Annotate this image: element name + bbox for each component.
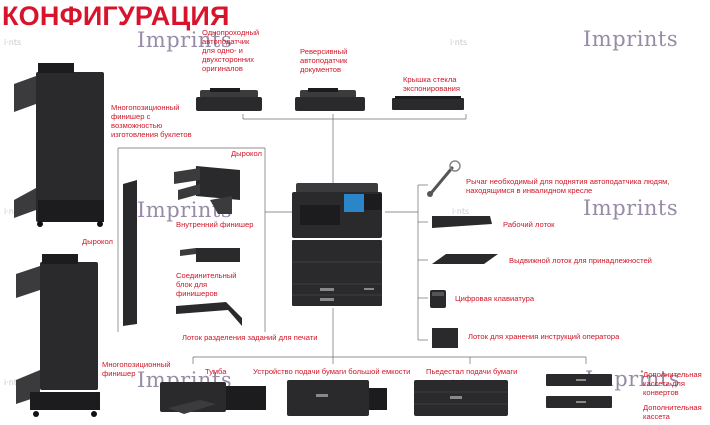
label-multi-finisher-booklet: Многопозиционный финишер с возможностью … xyxy=(111,103,192,139)
page-title: КОНФИГУРАЦИЯ xyxy=(2,1,230,31)
paper-pedestal xyxy=(414,380,508,416)
label-hole-punch-1: Дырокол xyxy=(231,149,262,158)
label-single-pass-adf: Однопроходный автоподатчик для одно- и д… xyxy=(202,28,260,73)
label-platen-cover: Крышка стекла экспонирования xyxy=(403,75,461,93)
watermark-faint: i·nts xyxy=(452,207,470,216)
label-job-separator: Лоток разделения заданий для печати xyxy=(182,333,318,342)
platen-cover xyxy=(392,96,464,110)
stand-cabinet xyxy=(160,382,266,414)
watermark: Imprints xyxy=(137,28,233,52)
watermark: Imprints xyxy=(583,27,679,51)
single-pass-adf xyxy=(196,88,262,111)
accessory-tray xyxy=(432,254,498,264)
label-multi-finisher: Многопозиционный финишер xyxy=(102,360,171,378)
label-lcf: Устройство подачи бумаги большой емкости xyxy=(253,367,411,376)
watermark-faint: i·nts xyxy=(450,38,468,47)
numeric-keypad xyxy=(430,290,446,308)
inner-finisher xyxy=(180,248,240,262)
label-manual-holder: Лоток для хранения инструкций оператора xyxy=(468,332,620,341)
bridge-unit xyxy=(176,302,242,326)
label-accessory-tray: Выдвижной лоток для принадлежностей xyxy=(509,256,652,265)
label-extra-cassette: Дополнительная кассета xyxy=(643,403,702,421)
label-keypad: Цифровая клавиатура xyxy=(455,294,535,303)
connector-lines xyxy=(117,114,587,364)
watermark-faint: i·nts xyxy=(4,207,22,216)
label-envelope-cassette: Дополнительная кассета для конвертов xyxy=(643,370,702,397)
label-bridge-unit: Соединительный блок для финишеров xyxy=(176,271,237,298)
manual-holder xyxy=(432,328,458,348)
label-paper-pedestal: Пьедестал подачи бумаги xyxy=(426,367,518,376)
label-work-tray: Рабочий лоток xyxy=(503,220,555,229)
hole-punch-unit xyxy=(123,180,137,326)
envelope-cassette xyxy=(546,374,612,386)
main-mfp xyxy=(292,183,382,306)
adf-lever xyxy=(427,160,461,197)
label-hole-punch-2: Дырокол xyxy=(82,237,113,246)
extra-cassette xyxy=(546,396,612,408)
watermark: Imprints xyxy=(583,196,679,220)
reversing-adf xyxy=(295,88,365,111)
large-capacity-feeder xyxy=(287,380,387,416)
booklet-finisher xyxy=(14,63,104,227)
label-reversing-adf: Реверсивный автоподатчик документов xyxy=(300,47,348,74)
label-lever-wheelchair: Рычаг необходимый для поднятия автоподат… xyxy=(466,177,670,195)
hole-punch-small xyxy=(174,166,240,214)
work-tray xyxy=(432,216,492,228)
multi-finisher xyxy=(16,254,100,417)
label-stand: Тумба xyxy=(205,367,227,376)
label-inner-finisher: Внутренний финишер xyxy=(176,220,254,229)
watermark-faint: i·nts xyxy=(4,378,22,387)
watermark-faint: i·nts xyxy=(4,38,22,47)
